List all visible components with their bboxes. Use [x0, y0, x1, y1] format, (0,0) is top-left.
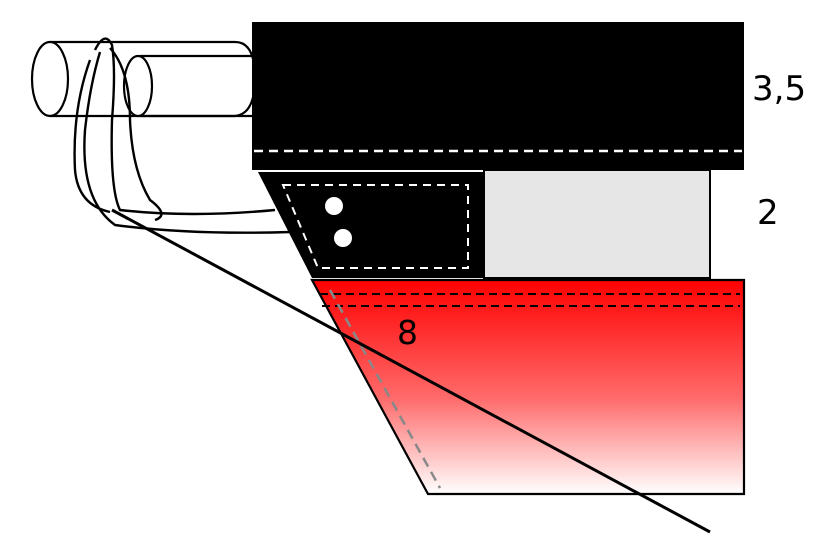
- middle-black-pocket: [258, 172, 484, 278]
- red-panel-side-stitching: [328, 289, 442, 489]
- middle-light-panel: [483, 169, 711, 279]
- cord-loops: [73, 37, 291, 234]
- top-band-size-label: 3,5: [752, 69, 807, 109]
- middle-band-size-label: 2: [757, 193, 779, 233]
- red-band-size-label: 8: [397, 313, 418, 352]
- cylinder-rod-icon: [30, 40, 257, 118]
- grommet-hole-icon: [334, 229, 352, 247]
- red-gradient-panel: [310, 278, 746, 496]
- middle-pocket-stitching: [281, 184, 469, 269]
- top-black-band: [252, 22, 744, 170]
- diagonal-line: [111, 208, 711, 534]
- grommet-hole-icon: [325, 197, 343, 215]
